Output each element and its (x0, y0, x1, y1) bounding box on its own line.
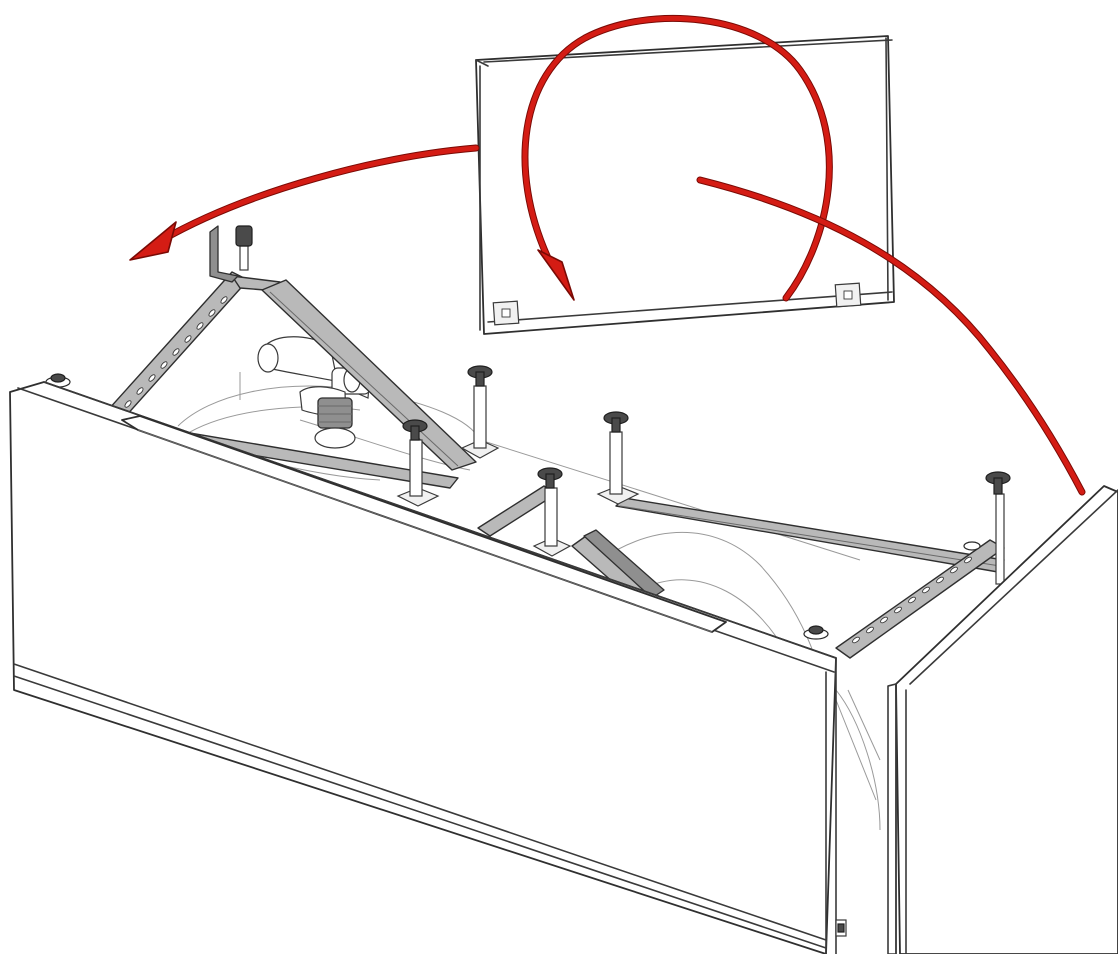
waste-pipe (257, 336, 371, 449)
left-cross-rail (107, 271, 249, 419)
right-long-rail (615, 497, 1005, 573)
clip-right-end (963, 541, 981, 551)
end-panel (835, 485, 1118, 954)
clip-right (803, 625, 829, 640)
leg-4 (532, 467, 572, 557)
right-rail-holes (852, 556, 972, 644)
front-panel-lip (121, 415, 727, 633)
detached-panel (475, 35, 895, 335)
leg-3 (596, 411, 640, 505)
leg-2 (396, 419, 440, 507)
middle-rail-a (477, 485, 557, 537)
leg-5 (985, 471, 1011, 585)
front-panel (9, 381, 837, 954)
leg-1 (460, 365, 500, 459)
panel-hole-left (492, 300, 520, 326)
support-legs (209, 225, 1011, 585)
left-rail-holes (124, 296, 228, 408)
leg-6 (209, 225, 253, 283)
arrow-loop (521, 14, 833, 302)
panel-hole-right (834, 282, 862, 308)
arrow-right-sweep (696, 176, 1086, 496)
rotation-arrows (129, 14, 1086, 496)
arrow-left-sweep (129, 144, 480, 261)
